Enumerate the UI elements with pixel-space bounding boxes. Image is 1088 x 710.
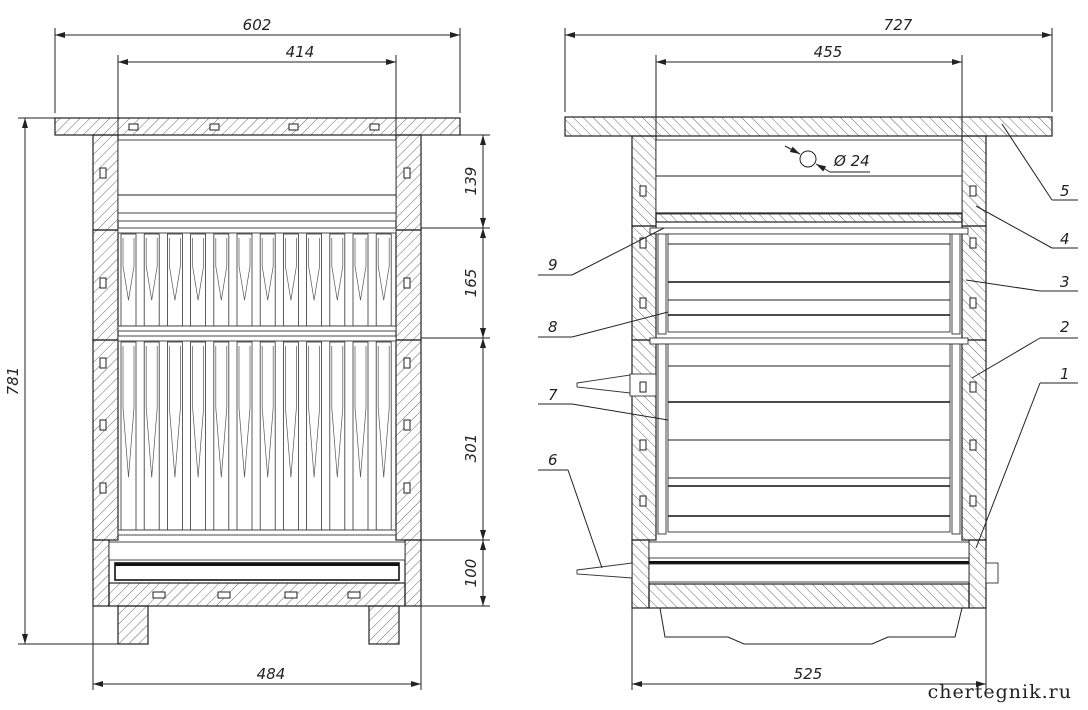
left-wall-low-left <box>92 339 119 541</box>
comb-frame-divider <box>238 346 251 478</box>
right-wall-upper-right <box>961 135 987 227</box>
left-wall-bottom-right <box>404 539 422 607</box>
comb-frame-divider <box>377 238 390 301</box>
right-frame-lower <box>667 343 951 533</box>
dim-right-bottom-width: 525 <box>794 665 823 683</box>
comb-frame-divider <box>285 238 297 301</box>
entrance-wedge-upper <box>576 374 631 394</box>
comb-frame-divider <box>285 346 297 478</box>
comb-frame-divider <box>215 346 228 478</box>
callout-9: 9 <box>548 256 558 274</box>
callout-7: 7 <box>548 386 558 404</box>
left-dimensions: 602 414 781 484 139 <box>4 16 490 690</box>
left-leg-left <box>117 605 149 645</box>
dim-left-total-height: 781 <box>4 367 22 396</box>
comb-frame-divider <box>308 346 320 478</box>
callout-3: 3 <box>1060 273 1070 291</box>
right-roof <box>564 116 1053 137</box>
left-bottom-slots <box>152 591 361 599</box>
dim-left-165: 165 <box>462 269 480 298</box>
left-frames-lower <box>120 341 392 531</box>
comb-frame-divider <box>354 238 367 301</box>
right-dimensions: 727 455 525 <box>564 16 1053 690</box>
comb-frame-divider <box>122 238 135 301</box>
callout-1: 1 <box>1060 365 1070 383</box>
comb-frame-divider <box>169 346 181 478</box>
dim-right-hole: Ø 24 <box>833 152 870 170</box>
left-frames-middle <box>120 233 392 327</box>
callout-2: 2 <box>1060 318 1070 336</box>
dim-left-bottom-width: 484 <box>257 665 286 683</box>
callout-8: 8 <box>548 318 558 336</box>
dim-right-inner-width: 455 <box>814 43 843 61</box>
comb-frame-divider <box>331 346 344 478</box>
comb-frame-divider <box>192 346 204 478</box>
right-bottom-board <box>648 583 970 609</box>
right-frame-middle <box>667 233 951 333</box>
left-leg-right <box>368 605 400 645</box>
dim-left-100: 100 <box>462 559 480 588</box>
callout-4: 4 <box>1060 230 1070 248</box>
right-view: Ø 24 <box>538 16 1078 690</box>
watermark: chertegnik.ru <box>928 681 1072 703</box>
comb-frame-divider <box>169 238 181 301</box>
comb-frame-divider <box>354 346 367 478</box>
right-wall-upper-left <box>631 135 657 227</box>
left-wall-upper-left <box>92 134 119 231</box>
left-view: 602 414 781 484 139 <box>4 16 490 690</box>
comb-frame-divider <box>215 238 228 301</box>
left-wall-upper-right <box>395 134 422 231</box>
comb-frame-divider <box>238 238 251 301</box>
callout-5: 5 <box>1060 182 1070 200</box>
right-stand <box>659 607 963 645</box>
left-lid <box>54 117 461 136</box>
left-wall-slots <box>99 167 411 494</box>
left-top-chamber <box>117 139 397 217</box>
callouts: 5 4 3 2 1 9 8 <box>538 123 1078 569</box>
comb-frame-divider <box>261 238 274 301</box>
dim-left-301: 301 <box>462 434 480 463</box>
left-bottom-board <box>108 582 406 607</box>
left-lid-slots <box>128 123 380 131</box>
comb-frame-divider <box>122 346 135 478</box>
right-wall-low-right <box>961 339 987 541</box>
comb-frame-divider <box>377 346 390 478</box>
left-wall-low-right <box>395 339 422 541</box>
dim-right-top-width: 727 <box>884 16 913 34</box>
dim-left-inner-width: 414 <box>286 43 315 61</box>
comb-frame-divider <box>308 238 320 301</box>
dim-left-top-width: 602 <box>243 16 272 34</box>
ventilation-hole <box>799 150 817 168</box>
comb-frame-divider <box>331 238 344 301</box>
dim-left-139: 139 <box>462 167 480 196</box>
comb-frame-divider <box>145 346 158 478</box>
entrance-wedge-lower <box>576 562 633 579</box>
left-wall-bottom-left <box>92 539 110 607</box>
callout-6: 6 <box>548 451 558 469</box>
comb-frame-divider <box>192 238 204 301</box>
comb-frame-divider <box>261 346 274 478</box>
right-wall-slots <box>639 185 977 507</box>
comb-frame-divider <box>145 238 158 301</box>
